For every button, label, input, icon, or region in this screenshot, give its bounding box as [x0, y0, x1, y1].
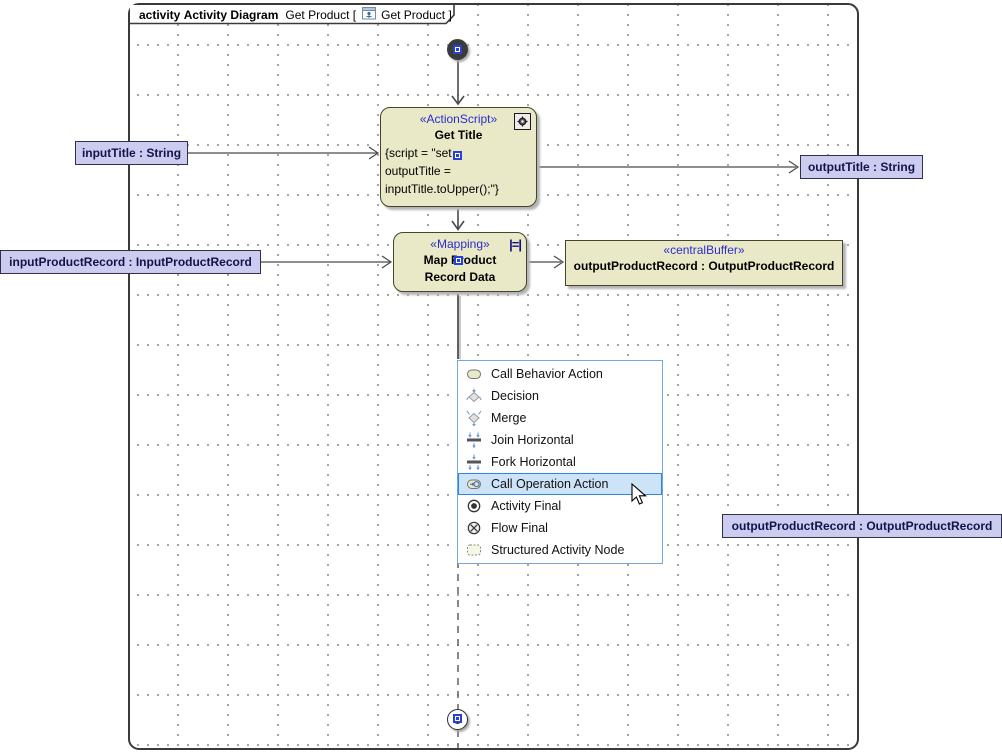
frame-name-end: Get Product ]	[381, 7, 452, 22]
frame-kind-label: activity Activity Diagram	[139, 7, 279, 22]
menu-item-merge[interactable]: Merge	[458, 407, 662, 429]
selection-handle[interactable]	[453, 45, 462, 54]
pin-input-product-record[interactable]: inputProductRecord : InputProductRecord	[0, 250, 261, 274]
script-line: outputTitle =	[385, 164, 451, 178]
join-horizontal-icon	[465, 432, 482, 448]
menu-item-call-behavior-action[interactable]: Call Behavior Action	[458, 363, 662, 385]
menu-item-structured-activity-node[interactable]: Structured Activity Node	[458, 539, 662, 561]
menu-item-activity-final[interactable]: Activity Final	[458, 495, 662, 517]
frame-header: activity Activity Diagram Get Product [ …	[139, 6, 452, 23]
menu-item-join-horizontal[interactable]: Join Horizontal	[458, 429, 662, 451]
call-behavior-action-icon	[465, 366, 482, 382]
frame-name: Get Product [	[285, 7, 357, 22]
pin-input-title[interactable]: inputTitle : String	[75, 141, 188, 165]
selection-handle[interactable]	[454, 256, 463, 265]
flow-final-icon	[465, 520, 482, 536]
behavior-gear-icon	[514, 113, 531, 130]
action-stereotype: «Mapping»	[430, 237, 490, 251]
call-operation-action-icon	[465, 476, 482, 492]
pin-output-title[interactable]: outputTitle : String	[800, 155, 923, 179]
central-buffer-node[interactable]: «centralBuffer» outputProductRecord : Ou…	[565, 240, 843, 286]
fork-horizontal-icon	[465, 454, 482, 470]
new-element-popup-menu: Call Behavior Action Decision Merge	[457, 360, 663, 564]
selection-handle[interactable]	[453, 714, 462, 723]
menu-item-decision[interactable]: Decision	[458, 385, 662, 407]
action-name: Get Title	[434, 128, 483, 142]
script-line: {script = "set	[385, 146, 452, 160]
mouse-cursor	[631, 482, 653, 512]
decision-icon	[465, 388, 482, 404]
menu-item-fork-horizontal[interactable]: Fork Horizontal	[458, 451, 662, 473]
mapping-icon: |=|	[509, 237, 522, 252]
action-stereotype: «ActionScript»	[419, 112, 498, 126]
activity-final-icon	[465, 498, 482, 514]
activity-diagram-icon	[362, 6, 377, 24]
pin-output-product-record[interactable]: outputProductRecord : OutputProductRecor…	[722, 514, 1002, 538]
menu-item-flow-final[interactable]: Flow Final	[458, 517, 662, 539]
merge-icon	[465, 410, 482, 426]
script-line: inputTitle.toUpper();"}	[385, 182, 499, 196]
structured-activity-node-icon	[465, 542, 482, 558]
selection-handle[interactable]	[453, 151, 462, 160]
menu-item-call-operation-action[interactable]: Call Operation Action	[458, 473, 662, 495]
buffer-stereotype: «centralBuffer»	[663, 243, 745, 257]
buffer-name: outputProductRecord : OutputProductRecor…	[573, 259, 835, 273]
action-name: Record Data	[424, 270, 496, 284]
